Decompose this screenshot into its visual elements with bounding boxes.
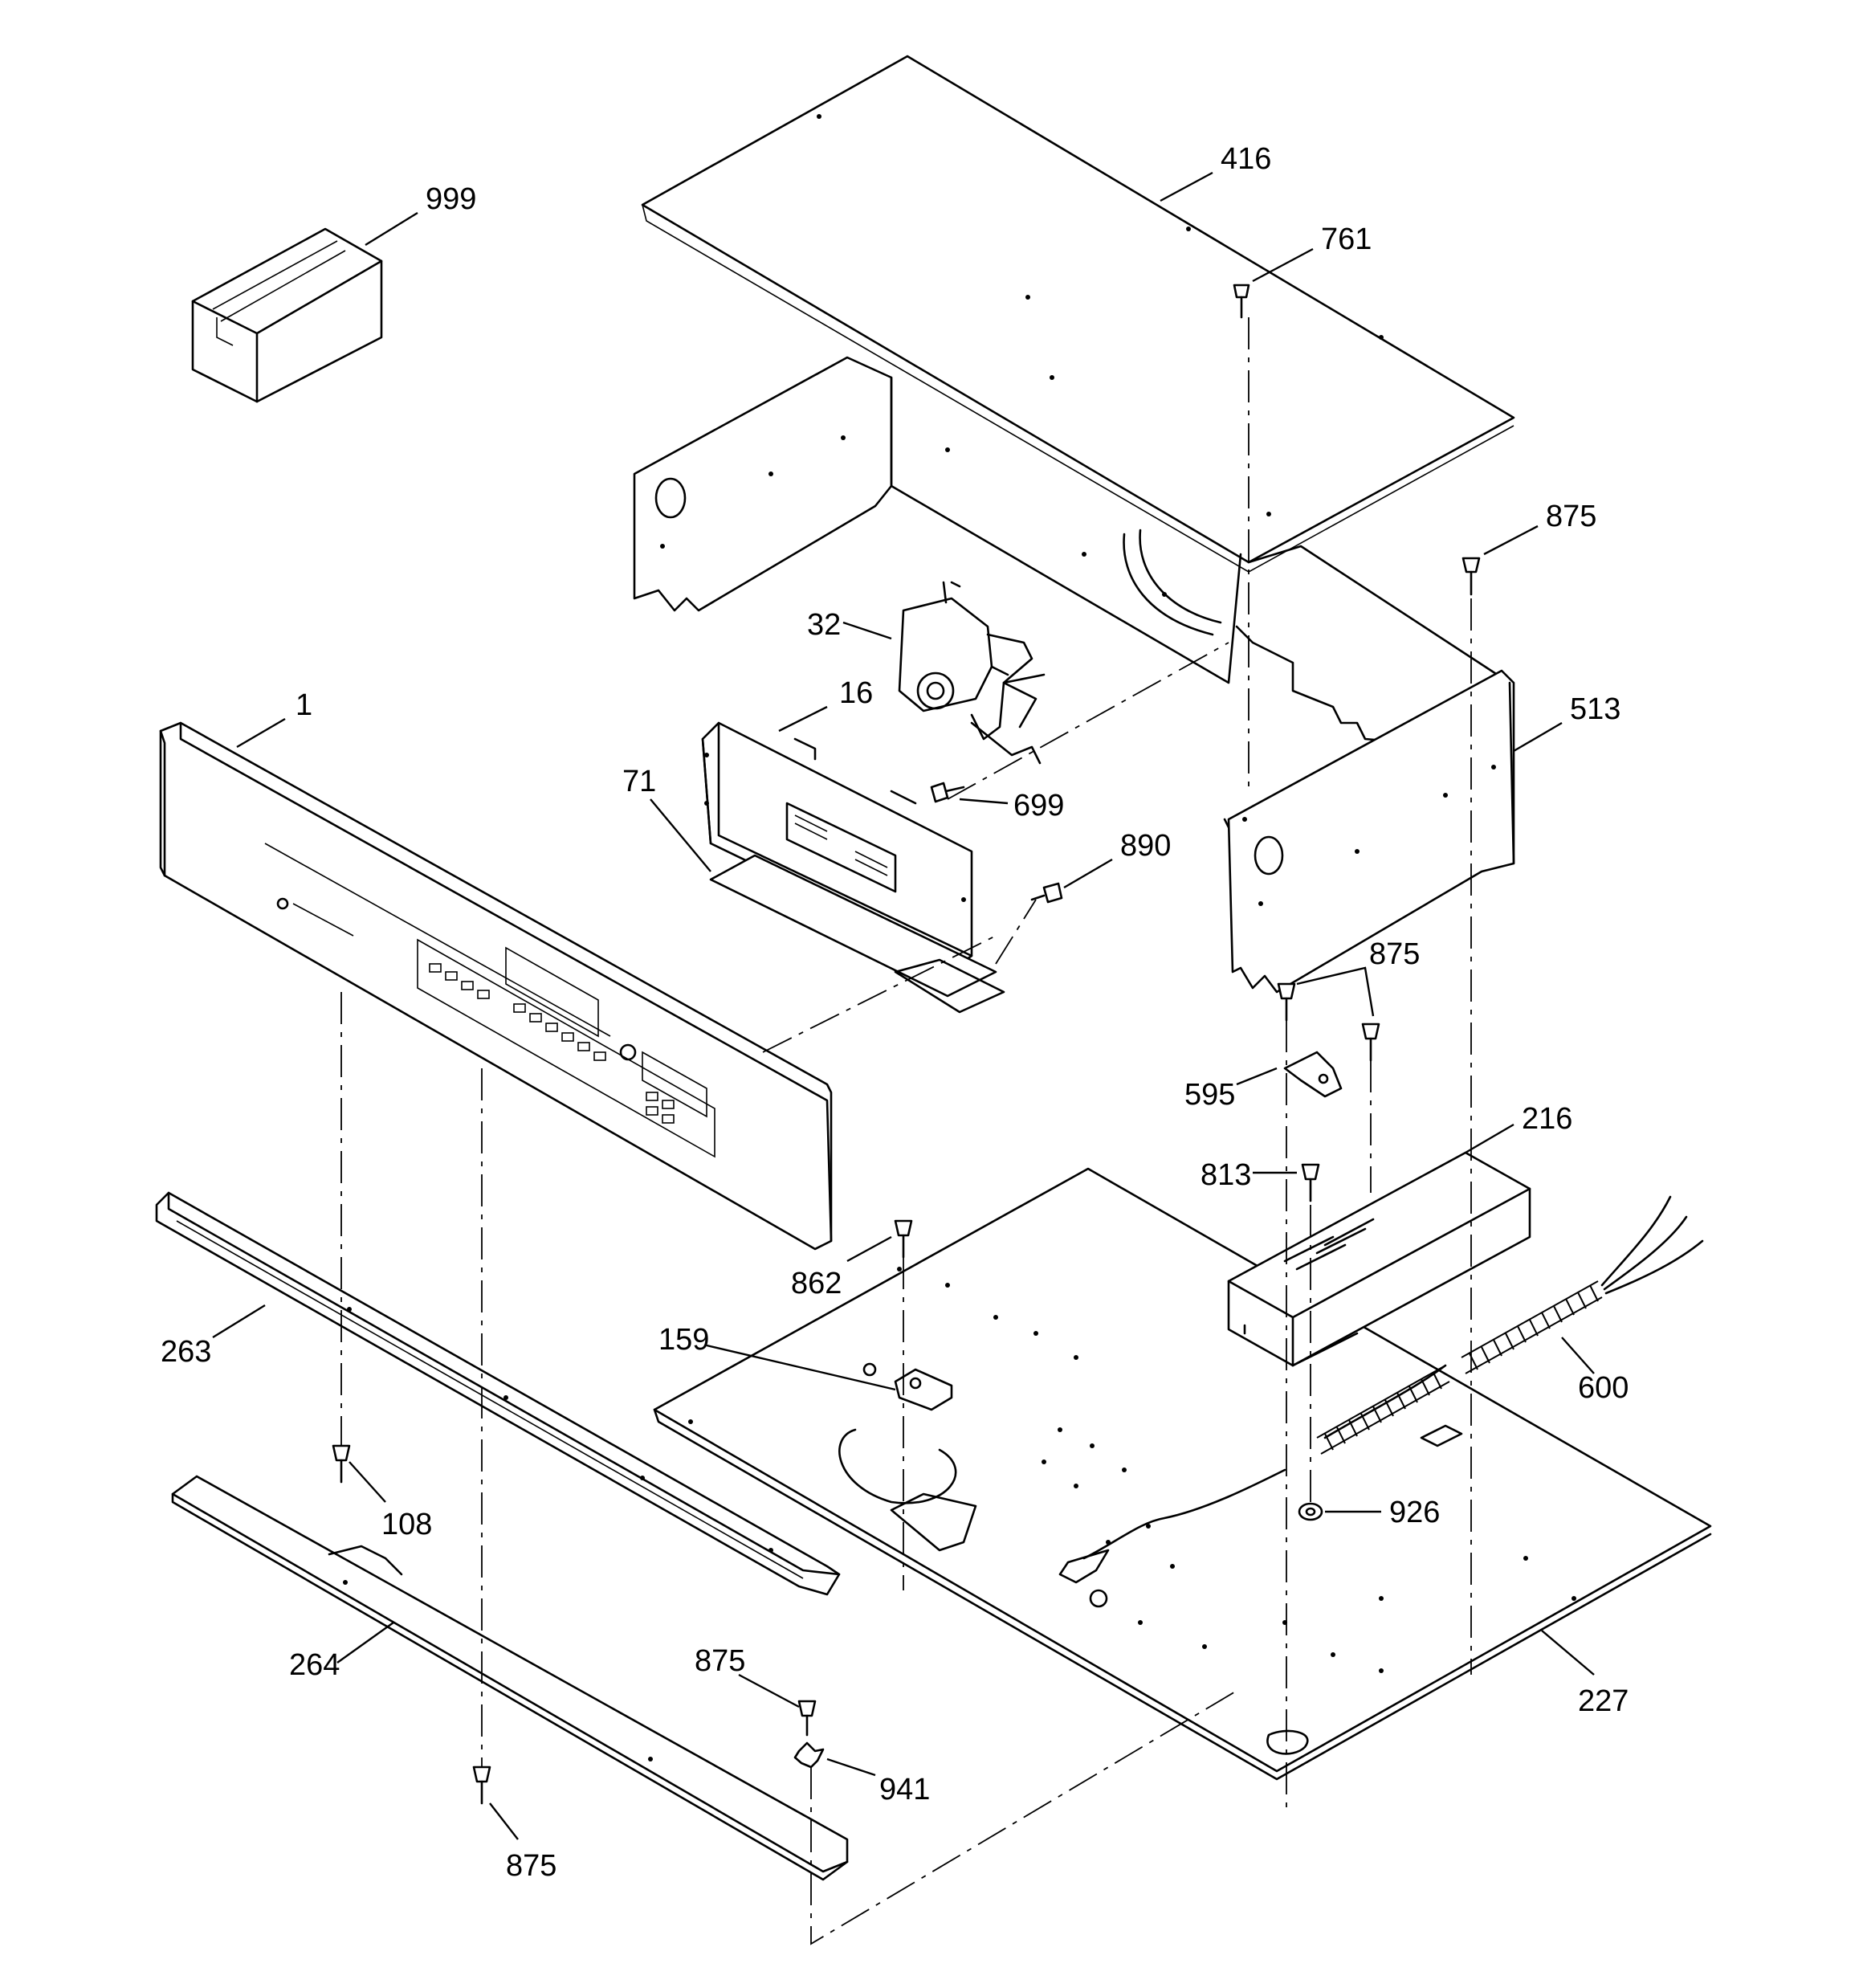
bottom-plate-holes — [688, 1267, 1576, 1673]
callout-16: 16 — [839, 676, 873, 710]
callout-600: 600 — [1578, 1371, 1629, 1405]
callout-595: 595 — [1184, 1078, 1235, 1112]
callout-813: 813 — [1201, 1158, 1251, 1192]
part-595-bracket — [1283, 1051, 1343, 1098]
callout-926: 926 — [1389, 1496, 1440, 1529]
callout-513: 513 — [1570, 692, 1620, 726]
part-416-top-cover — [641, 55, 1515, 573]
part-71-insulation — [709, 854, 1005, 1014]
callout-875-bottom: 875 — [506, 1849, 556, 1883]
part-513-wrapper — [633, 356, 1515, 994]
screw-875-top — [1461, 557, 1481, 596]
callout-890: 890 — [1120, 829, 1171, 863]
callout-263: 263 — [161, 1335, 211, 1369]
callout-875-mid: 875 — [1369, 937, 1420, 971]
callout-227: 227 — [1578, 1684, 1629, 1718]
part-16-control-board — [701, 721, 973, 965]
washer-926 — [1298, 1502, 1323, 1521]
screw-699 — [930, 782, 965, 803]
screw-875-mid-b — [1361, 1023, 1380, 1062]
screw-761 — [1233, 284, 1250, 319]
leader-lines — [212, 171, 1595, 1840]
part-227-bottom-plate — [653, 1167, 1712, 1781]
screw-875-bottom — [472, 1766, 491, 1805]
part-264-bottom-trim — [171, 1475, 849, 1881]
callout-1: 1 — [296, 688, 312, 722]
callout-875-low: 875 — [695, 1644, 745, 1678]
screw-813 — [1301, 1163, 1320, 1202]
part-999-box — [191, 227, 383, 403]
screw-890 — [1030, 882, 1063, 904]
part-263-trim — [155, 1191, 841, 1596]
callout-941: 941 — [879, 1773, 930, 1806]
callout-264: 264 — [289, 1648, 340, 1682]
callout-159: 159 — [658, 1323, 709, 1357]
screw-875-low — [797, 1700, 817, 1737]
callout-416: 416 — [1221, 142, 1271, 176]
callout-71: 71 — [622, 765, 656, 798]
callout-216: 216 — [1522, 1102, 1572, 1136]
assembly-lines — [340, 317, 1472, 1945]
callout-699: 699 — [1013, 789, 1064, 823]
part-159-thermostat — [894, 1368, 953, 1411]
callout-999: 999 — [426, 182, 476, 216]
screw-862 — [894, 1219, 913, 1259]
callout-875-top: 875 — [1546, 500, 1596, 533]
callout-862: 862 — [791, 1267, 842, 1300]
washer-941 — [793, 1741, 825, 1769]
callout-761: 761 — [1321, 222, 1372, 256]
part-1-control-panel — [159, 721, 833, 1251]
callout-labels: 999 416 761 875 32 1 16 513 71 699 890 8… — [161, 142, 1629, 1883]
part-600-harness — [1058, 1195, 1704, 1584]
part-32-fan-motor — [898, 581, 1046, 765]
part-216-terminal-cover — [1227, 1151, 1531, 1367]
screw-108 — [332, 1444, 351, 1484]
screw-875-mid-a — [1277, 982, 1296, 1022]
callout-32: 32 — [807, 608, 841, 642]
callout-108: 108 — [381, 1508, 432, 1541]
harness-coil-marks — [1324, 1284, 1599, 1451]
